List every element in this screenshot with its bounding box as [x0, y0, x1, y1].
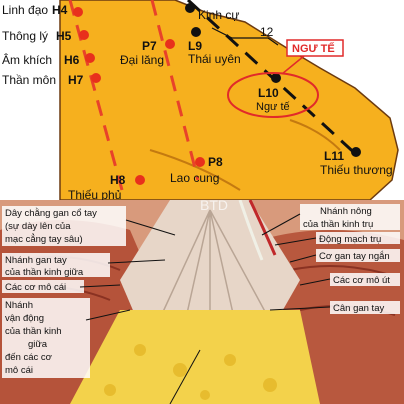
pericardium-meridian-line: [150, 0, 200, 181]
label-cac-co-mo-cai: Các cơ mô cái: [5, 282, 66, 293]
point-h5: [79, 30, 89, 40]
ngu-te-box-label: NGƯ TẾ: [292, 42, 335, 55]
label-h5: H5: [56, 29, 72, 43]
label-dong-mach-tru: Động mạch trụ: [319, 234, 381, 245]
label-nhanh-vd-2: vận động: [5, 313, 44, 324]
label-dai-lang: Đại lăng: [120, 53, 164, 67]
label-cac-co-mo-ut: Các cơ mô út: [333, 275, 390, 286]
label-nhanh-vd-1: Nhánh: [5, 300, 33, 311]
label-day-chang-3: mạc cẳng tay sâu): [5, 233, 83, 245]
label-l9: L9: [188, 39, 202, 53]
label-kinh-cu: Kinh cự: [198, 8, 239, 22]
label-l10: L10: [258, 86, 279, 100]
point-l11: [351, 147, 361, 157]
point-h4: [73, 7, 83, 17]
point-p7: [165, 39, 175, 49]
label-h7: H7: [68, 73, 84, 87]
label-nhanh-gan-2: của thần kinh giữa: [5, 267, 84, 278]
label-p8: P8: [208, 155, 223, 169]
label-nhanh-nong-2: của thần kinh trụ: [303, 219, 373, 230]
label-lao-cung: Lao cung: [170, 171, 219, 185]
palm-anatomy-illustration: BTD Dây chằng gan cổ tay (sự dày lên của…: [0, 200, 404, 404]
label-nhanh-vd-5: đến các cơ: [5, 352, 52, 363]
label-thieu-thuong: Thiếu thương: [320, 163, 393, 177]
label-can-gan-tay: Cân gan tay: [333, 303, 384, 314]
label-nhanh-gan-1: Nhánh gan tay: [5, 255, 67, 266]
label-h6: H6: [64, 53, 80, 67]
point-l9: [191, 27, 201, 37]
watermark: BTD: [200, 200, 228, 213]
label-h8: H8: [110, 173, 126, 187]
label-thong-ly: Thông lý: [2, 29, 48, 43]
label-co-gan-tay-ngan: Cơ gan tay ngắn: [319, 251, 390, 262]
label-linh-dao: Linh đạo: [2, 3, 48, 17]
label-than-mon: Thần môn: [2, 73, 56, 87]
measure-12: 12: [260, 25, 274, 39]
point-h6: [85, 53, 95, 63]
label-nhanh-vd-3: của thần kinh: [5, 326, 62, 337]
heart-meridian-line: [68, 0, 124, 191]
acupoint-chart: 12 NGƯ TẾ Linh đạo H4 Thông lý H5 Âm khí…: [0, 0, 404, 200]
ngu-te-box: [286, 39, 344, 57]
label-nhanh-vd-6: mô cái: [5, 365, 33, 376]
label-p7: P7: [142, 39, 157, 53]
point-p8: [195, 157, 205, 167]
measure-bracket: [211, 27, 279, 46]
point-h8: [135, 175, 145, 185]
label-day-chang-1: Dây chằng gan cổ tay: [5, 208, 97, 219]
label-day-chang-2: (sự dày lên của: [5, 221, 71, 232]
label-thieu-phu: Thiếu phủ: [68, 188, 121, 200]
label-am-khich: Âm khích: [2, 52, 52, 67]
ngu-te-highlight: [227, 72, 319, 118]
label-h4: H4: [52, 3, 68, 17]
point-l10: [271, 73, 281, 83]
label-ngu-te: Ngư tế: [256, 101, 290, 113]
label-thai-uyen: Thái uyên: [188, 52, 241, 66]
palmar-fat: [70, 310, 320, 404]
label-nhanh-nong-1: Nhánh nông: [320, 206, 372, 217]
point-h7: [91, 73, 101, 83]
point-l8: [185, 3, 195, 13]
label-nhanh-vd-4: giữa: [28, 339, 48, 350]
label-l11: L11: [324, 149, 344, 163]
